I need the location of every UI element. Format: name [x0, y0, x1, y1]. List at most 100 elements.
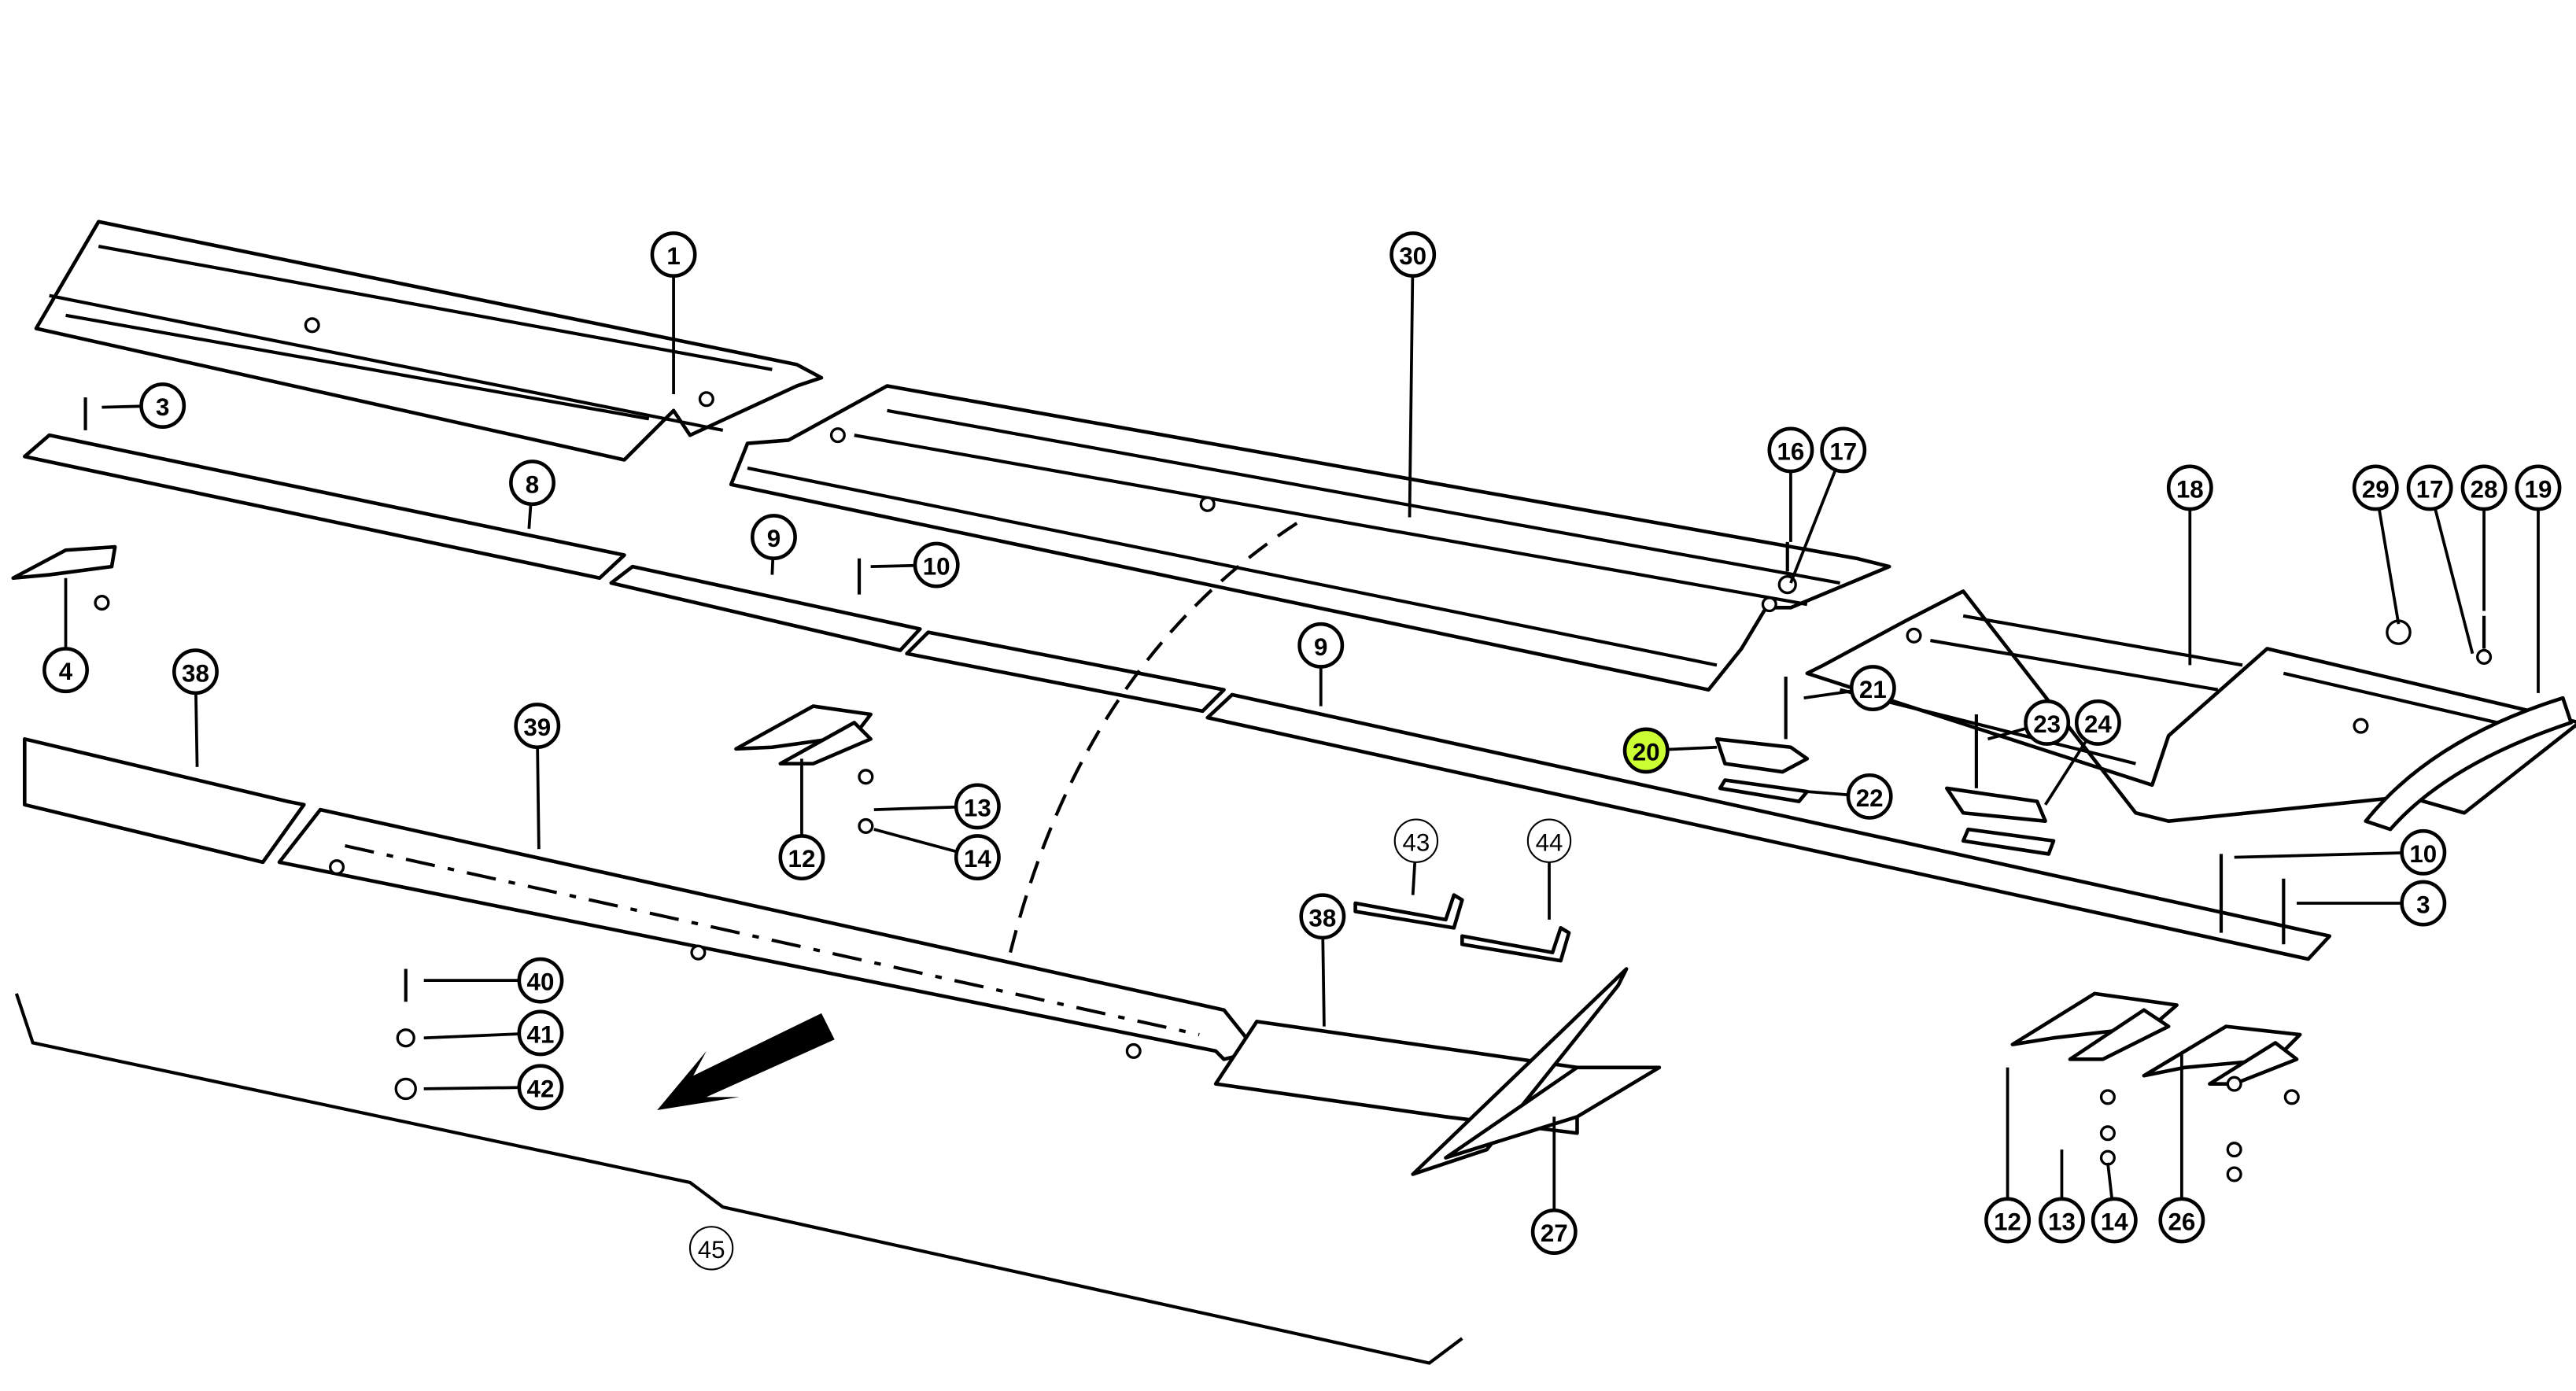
leader-line	[423, 1032, 519, 1040]
callout-label: 19	[2525, 476, 2552, 504]
callout-27[interactable]: 27	[1530, 1116, 1578, 1255]
callout-label: 20	[1633, 739, 1660, 766]
callout-label: 42	[527, 1075, 555, 1102]
callout-circle	[778, 834, 825, 881]
leader-line	[1408, 275, 1415, 518]
callout-circle	[1299, 893, 1346, 940]
callout-13[interactable]: 13	[873, 783, 1001, 830]
callout-label: 9	[1314, 633, 1327, 661]
callout-label: 16	[1777, 438, 1805, 466]
callout-39[interactable]: 39	[514, 703, 561, 850]
callout-label: 23	[2033, 710, 2061, 738]
callout-8[interactable]: 8	[509, 459, 555, 529]
callout-24[interactable]: 24	[2043, 699, 2121, 806]
leader-line	[194, 692, 199, 767]
callout-42[interactable]: 42	[423, 1064, 564, 1111]
cover-panel-30	[729, 384, 1891, 692]
callout-circle	[2074, 699, 2121, 746]
callout-circle	[172, 648, 219, 696]
callout-label: 4	[59, 658, 73, 685]
callout-circle	[139, 382, 186, 430]
callout-label: 40	[527, 969, 555, 996]
callout-circle	[2158, 1197, 2205, 1244]
leader-line	[1807, 790, 1849, 797]
callout-40[interactable]: 40	[423, 957, 564, 1004]
callout-17[interactable]: 17	[2406, 464, 2475, 655]
callout-circle	[2515, 464, 2562, 511]
callout-14[interactable]: 14	[2091, 1162, 2138, 1244]
clamp-parts	[83, 397, 2493, 1101]
callout-16[interactable]: 16	[1767, 426, 1814, 542]
callout-circle	[1622, 727, 1670, 774]
callout-38[interactable]: 38	[172, 648, 219, 767]
cover-panel-1	[34, 220, 824, 462]
callout-circle	[2352, 464, 2399, 511]
leader-line	[770, 558, 775, 575]
leader-line	[527, 504, 533, 529]
callout-29[interactable]: 29	[2352, 464, 2401, 625]
callout-label: 26	[2168, 1208, 2195, 1236]
callout-13[interactable]: 13	[2039, 1149, 2085, 1244]
callout-12[interactable]: 12	[778, 758, 825, 881]
callout-22[interactable]: 22	[1807, 773, 1893, 820]
callout-label: 18	[2176, 476, 2204, 504]
callout-23[interactable]: 23	[1987, 699, 2071, 746]
callout-45[interactable]: 45	[688, 1226, 734, 1271]
callout-4[interactable]: 4	[42, 577, 89, 694]
callout-label: 13	[2048, 1208, 2076, 1236]
cover-panel-18	[1805, 589, 2576, 832]
callout-label: 12	[1994, 1208, 2021, 1236]
callout-44[interactable]: 44	[1526, 818, 1572, 920]
callout-30[interactable]: 30	[1389, 231, 1437, 518]
callout-10[interactable]: 10	[870, 541, 960, 588]
callout-26[interactable]: 26	[2158, 1054, 2205, 1244]
callout-label: 41	[527, 1021, 555, 1049]
callout-41[interactable]: 41	[423, 1009, 564, 1057]
callout-circle	[517, 957, 564, 1004]
callout-label: 14	[2101, 1208, 2128, 1236]
callout-label: 27	[1541, 1219, 1568, 1247]
callout-12[interactable]: 12	[1984, 1067, 2031, 1244]
callout-label: 44	[1536, 828, 1563, 856]
callout-circle	[1767, 426, 1814, 474]
callout-10[interactable]: 10	[2234, 828, 2447, 876]
leader-line	[536, 747, 541, 850]
callout-18[interactable]: 18	[2166, 464, 2213, 666]
callout-9[interactable]: 9	[751, 514, 797, 575]
leader-line	[1987, 726, 2028, 741]
callout-17[interactable]: 17	[1789, 426, 1867, 584]
callout-3[interactable]: 3	[101, 382, 186, 430]
callout-label: 17	[1829, 438, 1857, 466]
callout-circle	[954, 783, 1001, 830]
callout-circle	[2406, 464, 2453, 511]
callout-20[interactable]: 20	[1622, 727, 1718, 774]
callout-3[interactable]: 3	[2297, 880, 2447, 927]
callout-label: 12	[788, 845, 816, 873]
callout-19[interactable]: 19	[2515, 464, 2562, 693]
assembly-bracket-45	[14, 993, 1463, 1365]
callout-circle	[1846, 773, 1893, 820]
callout-label: 39	[523, 714, 551, 741]
callout-38[interactable]: 38	[1299, 893, 1346, 1027]
callout-circle	[514, 703, 561, 750]
callout-circle	[517, 1064, 564, 1111]
callout-circle	[1297, 622, 1345, 669]
direction-arrow	[657, 1013, 835, 1111]
callout-43[interactable]: 43	[1393, 818, 1439, 895]
callout-circle	[2460, 464, 2508, 511]
knife-bar-8	[23, 433, 626, 581]
callout-label: 3	[156, 393, 169, 421]
callout-14[interactable]: 14	[873, 828, 1001, 881]
callout-circle	[2166, 464, 2213, 511]
callout-28[interactable]: 28	[2460, 464, 2508, 611]
callout-21[interactable]: 21	[1803, 665, 1896, 712]
callout-1[interactable]: 1	[650, 231, 697, 394]
callout-circle	[2091, 1197, 2138, 1244]
callout-9[interactable]: 9	[1297, 622, 1345, 707]
knife-bar-9	[609, 564, 2332, 961]
callout-circle	[2400, 828, 2447, 876]
callout-label: 17	[2416, 476, 2444, 504]
callout-label: 10	[923, 553, 950, 581]
